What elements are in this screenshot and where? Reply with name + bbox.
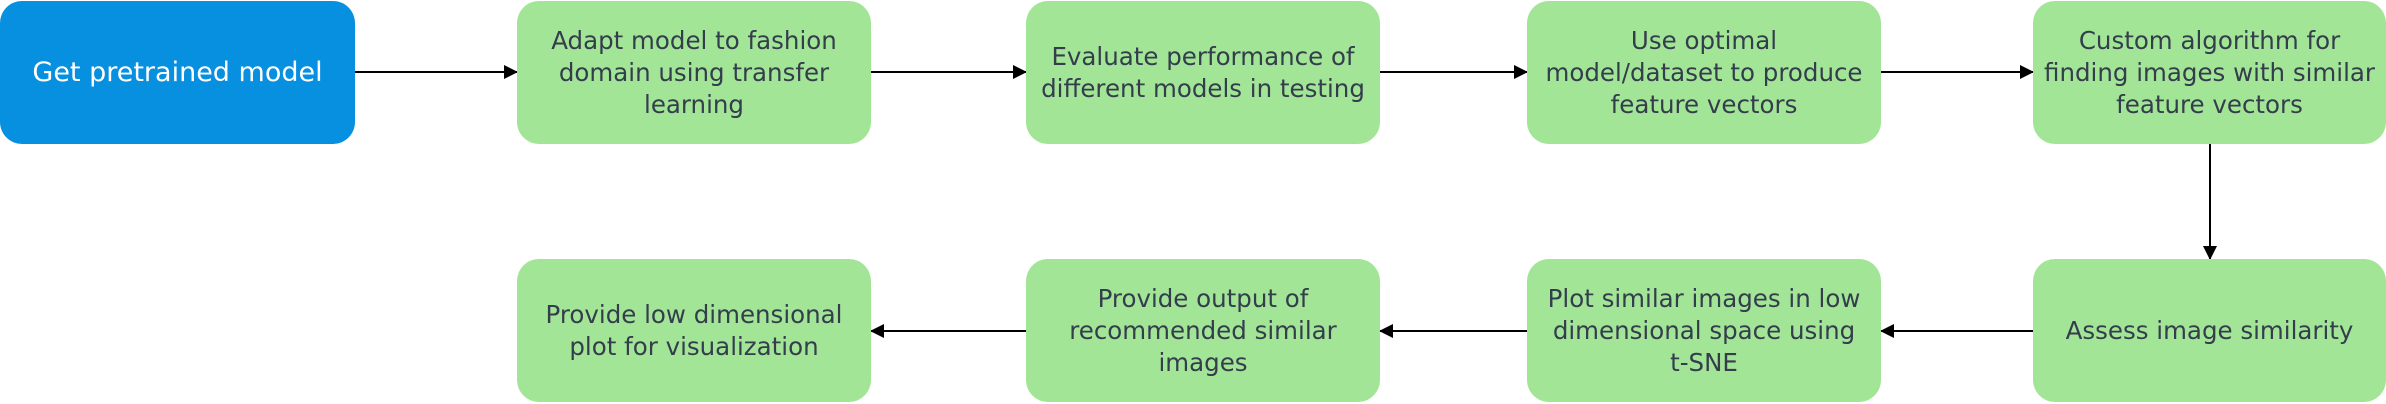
node-custom-algorithm: Custom algorithm for finding images with… [2033, 1, 2386, 144]
node-use-optimal-model: Use optimal model/dataset to produce fea… [1527, 1, 1881, 144]
node-provide-plot: Provide low dimensional plot for visuali… [517, 259, 871, 402]
node-adapt-model: Adapt model to fashion domain using tran… [517, 1, 871, 144]
node-evaluate-performance: Evaluate performance of different models… [1026, 1, 1380, 144]
node-plot-similar-images: Plot similar images in low dimensional s… [1527, 259, 1881, 402]
node-provide-output: Provide output of recommended similar im… [1026, 259, 1380, 402]
node-get-pretrained-model: Get pretrained model [0, 1, 355, 144]
node-assess-similarity: Assess image similarity [2033, 259, 2386, 402]
